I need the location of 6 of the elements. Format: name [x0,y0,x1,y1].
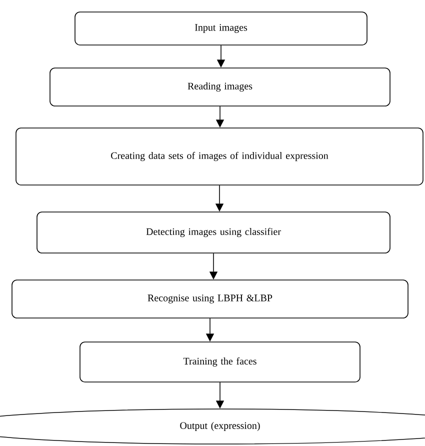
process-box: Detecting images using classifier [36,212,390,254]
process-box: Input images [74,12,368,46]
process-box: Reading images [50,68,390,106]
process-box: Training the faces [80,342,360,382]
process-box: Creating data sets of images of individual expression [16,128,424,186]
process-box: Recognise using LBPH &LBP [12,280,408,318]
